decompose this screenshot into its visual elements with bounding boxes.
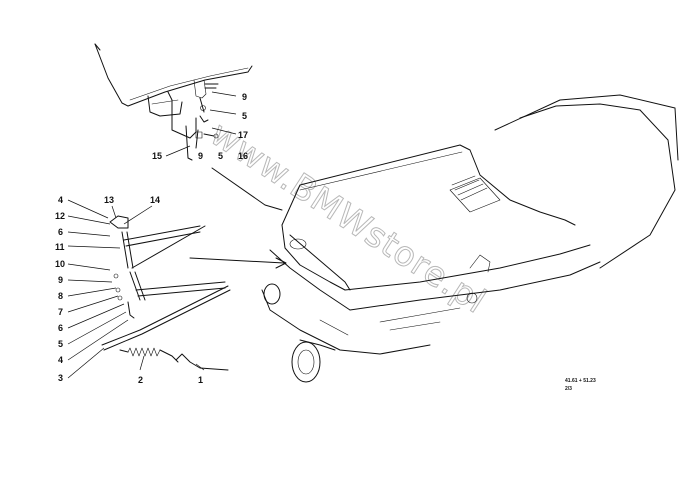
callout-5-lower: 5	[218, 151, 223, 161]
callout-12: 12	[55, 211, 65, 221]
callout-7: 7	[58, 307, 63, 317]
callout-1: 1	[198, 375, 203, 385]
callout-13: 13	[104, 195, 114, 205]
callout-15: 15	[152, 151, 162, 161]
callout-16: 16	[238, 151, 248, 161]
callout-14: 14	[150, 195, 160, 205]
callout-9-rod: 9	[58, 275, 63, 285]
reference-block: 41.61 + 51.23 2/3	[565, 378, 596, 392]
hinge-detail	[94, 43, 253, 161]
callout-6-top: 6	[58, 227, 63, 237]
callout-6-rod: 6	[58, 323, 63, 333]
callout-11: 11	[55, 242, 65, 252]
car-body	[261, 94, 679, 383]
callout-17: 17	[238, 130, 248, 140]
sheet-number: 2/3	[565, 386, 572, 392]
callout-3: 3	[58, 373, 63, 383]
callout-8: 8	[58, 291, 63, 301]
callouts: 9 5 17 15 9 5 16 4 13 14 12 6 11 10 9 8 …	[55, 92, 248, 385]
callout-5-hinge: 5	[242, 111, 247, 121]
callout-9-lower: 9	[198, 151, 203, 161]
hood-rod-mechanism	[101, 167, 287, 371]
callout-10: 10	[55, 259, 65, 269]
leader-lines	[67, 91, 237, 379]
watermark-text: www.BMWstore.pl	[203, 114, 493, 322]
callout-5-rod: 5	[58, 339, 63, 349]
reference-code: 41.61 + 51.23	[565, 378, 596, 384]
callout-9-hinge: 9	[242, 92, 247, 102]
callout-2: 2	[138, 375, 143, 385]
watermark: www.BMWstore.pl	[203, 114, 494, 323]
callout-4-rod: 4	[58, 355, 63, 365]
callout-4-top: 4	[58, 195, 63, 205]
